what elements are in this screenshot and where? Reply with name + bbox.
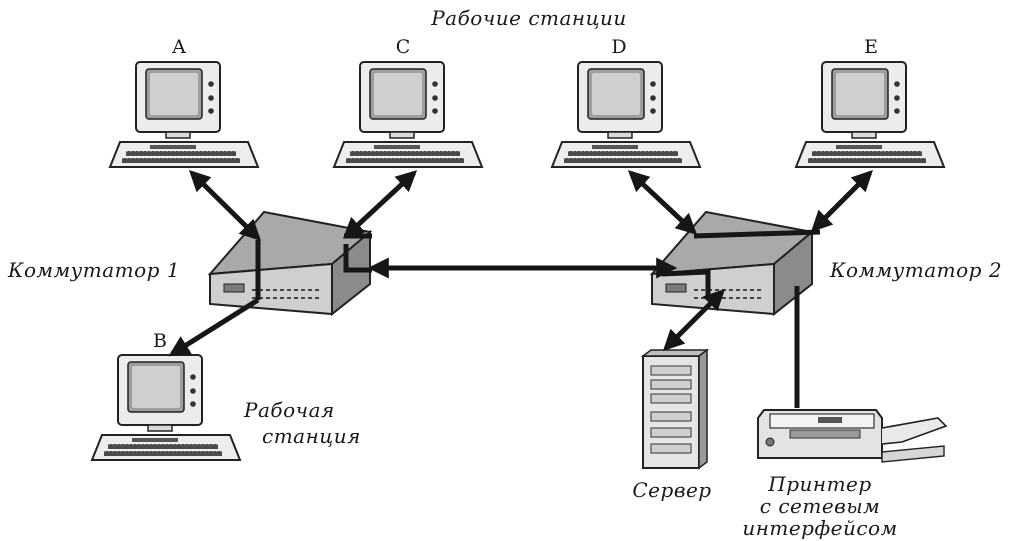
link-e-switch2	[811, 170, 873, 232]
workstation-b	[91, 354, 241, 461]
printer-label-line3: интерфейсом	[742, 516, 898, 540]
switch-1-label: Коммутатор 1	[8, 258, 181, 282]
workstation-a-label: A	[172, 36, 186, 58]
workstation-b-label: B	[153, 330, 167, 352]
switch-2	[651, 211, 813, 315]
workstation-b-caption-line2: станция	[262, 424, 361, 448]
printer-label-line2: с сетевым	[759, 494, 881, 518]
workstation-b-caption-line1: Рабочая	[244, 398, 335, 422]
workstation-d	[551, 61, 701, 168]
printer-label-line1: Принтер	[768, 472, 872, 496]
connections	[168, 170, 873, 408]
server-label: Сервер	[632, 478, 712, 502]
link-switch2-server	[663, 289, 725, 351]
printer	[757, 409, 948, 463]
workstation-c-label: C	[395, 36, 411, 58]
server	[640, 348, 710, 470]
workstation-e	[795, 61, 945, 168]
link-c-switch1	[342, 170, 418, 239]
workstation-c	[333, 61, 483, 168]
workstation-e-label: E	[864, 36, 878, 58]
link-a-switch1	[189, 170, 261, 241]
link-d-switch2	[627, 170, 698, 235]
switch-2-label: Коммутатор 2	[830, 258, 1003, 282]
title-workstations: Рабочие станции	[431, 6, 627, 30]
workstation-d-label: D	[611, 36, 627, 58]
workstation-a	[109, 61, 259, 168]
link-switch1-b	[168, 297, 260, 357]
